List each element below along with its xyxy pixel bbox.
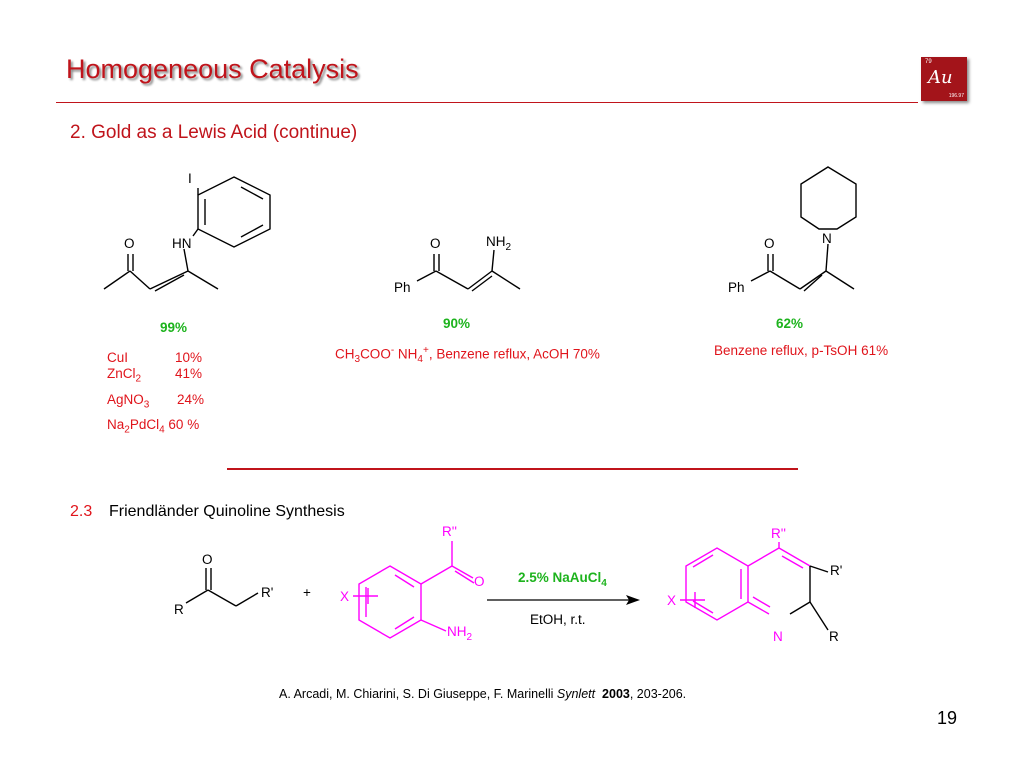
aniline-r-dbl-label: R'' (442, 524, 457, 539)
structure-3-bonds (750, 166, 857, 292)
reaction-3-conditions: Benzene reflux, p-TsOH 61% (714, 343, 889, 358)
quinoline-r-dbl-label: R'' (771, 526, 786, 541)
s1-oxygen-label: O (124, 236, 135, 251)
aniline-x-label: X (340, 589, 349, 604)
ketone-bonds (185, 568, 259, 607)
reaction-2-yield: 90% (443, 316, 471, 331)
aniline-nh2-label: NH2 (447, 624, 473, 643)
title-rule (56, 102, 918, 103)
quinoline-product: R'' R' X N R (667, 526, 842, 644)
page-number: 19 (937, 708, 958, 728)
reaction-arrow (487, 595, 640, 605)
aniline-oxygen-label: O (474, 574, 485, 589)
s2-oxygen-label: O (430, 236, 441, 251)
logo-atomic-mass: 196.97 (948, 93, 964, 99)
s2-amine-label: NH2 (486, 234, 512, 253)
ketone-oxygen-label: O (202, 552, 213, 567)
slide-subtitle: 2. Gold as a Lewis Acid (continue) (70, 122, 358, 143)
logo-symbol: Au (928, 67, 953, 88)
logo-atomic-number: 79 (925, 59, 932, 65)
reaction-2-conditions: CH3COO- NH4+, Benzene reflux, AcOH 70% (335, 345, 600, 366)
s3-oxygen-label: O (764, 236, 775, 251)
arrow-conditions-label: EtOH, r.t. (530, 612, 586, 627)
reaction-3-yield: 62% (776, 316, 804, 331)
citation-year: 2003 (602, 687, 630, 701)
section-number: 2.3 (70, 503, 93, 520)
s1-iodo-label: I (188, 171, 192, 186)
gold-element-logo: 79 Au 196.97 (921, 57, 967, 101)
section-title: Friendländer Quinoline Synthesis (109, 503, 345, 520)
s1-amine-label: HN (172, 236, 192, 251)
slide-title: Homogeneous Catalysis (66, 54, 359, 84)
citation-journal: Synlett (556, 687, 596, 701)
s3-phenyl-label: Ph (728, 280, 745, 295)
plus-sign: + (303, 585, 311, 600)
ketone-r-label: R (174, 602, 184, 617)
quinoline-r-prime-label: R' (830, 563, 842, 578)
ketone-r-prime-label: R' (261, 585, 273, 600)
quinoline-x-label: X (667, 593, 676, 608)
citation: A. Arcadi, M. Chiarini, S. Di Giuseppe, … (279, 687, 687, 701)
catalyst-row-na2pdcl4: Na2PdCl4 60 % (107, 417, 200, 437)
s2-phenyl-label: Ph (394, 280, 411, 295)
section-divider (227, 468, 798, 470)
structure-2-bonds (416, 249, 521, 292)
s3-nitrogen-label: N (822, 231, 832, 246)
quinoline-n-label: N (773, 629, 783, 644)
arrow-catalyst-label: 2.5% NaAuCl4 (518, 570, 607, 589)
quinoline-r-label: R (829, 629, 839, 644)
reaction-1-yield: 99% (160, 320, 188, 335)
structure-1-bonds (103, 176, 271, 292)
aminoaryl-ketone: R'' O X NH2 (340, 524, 485, 643)
